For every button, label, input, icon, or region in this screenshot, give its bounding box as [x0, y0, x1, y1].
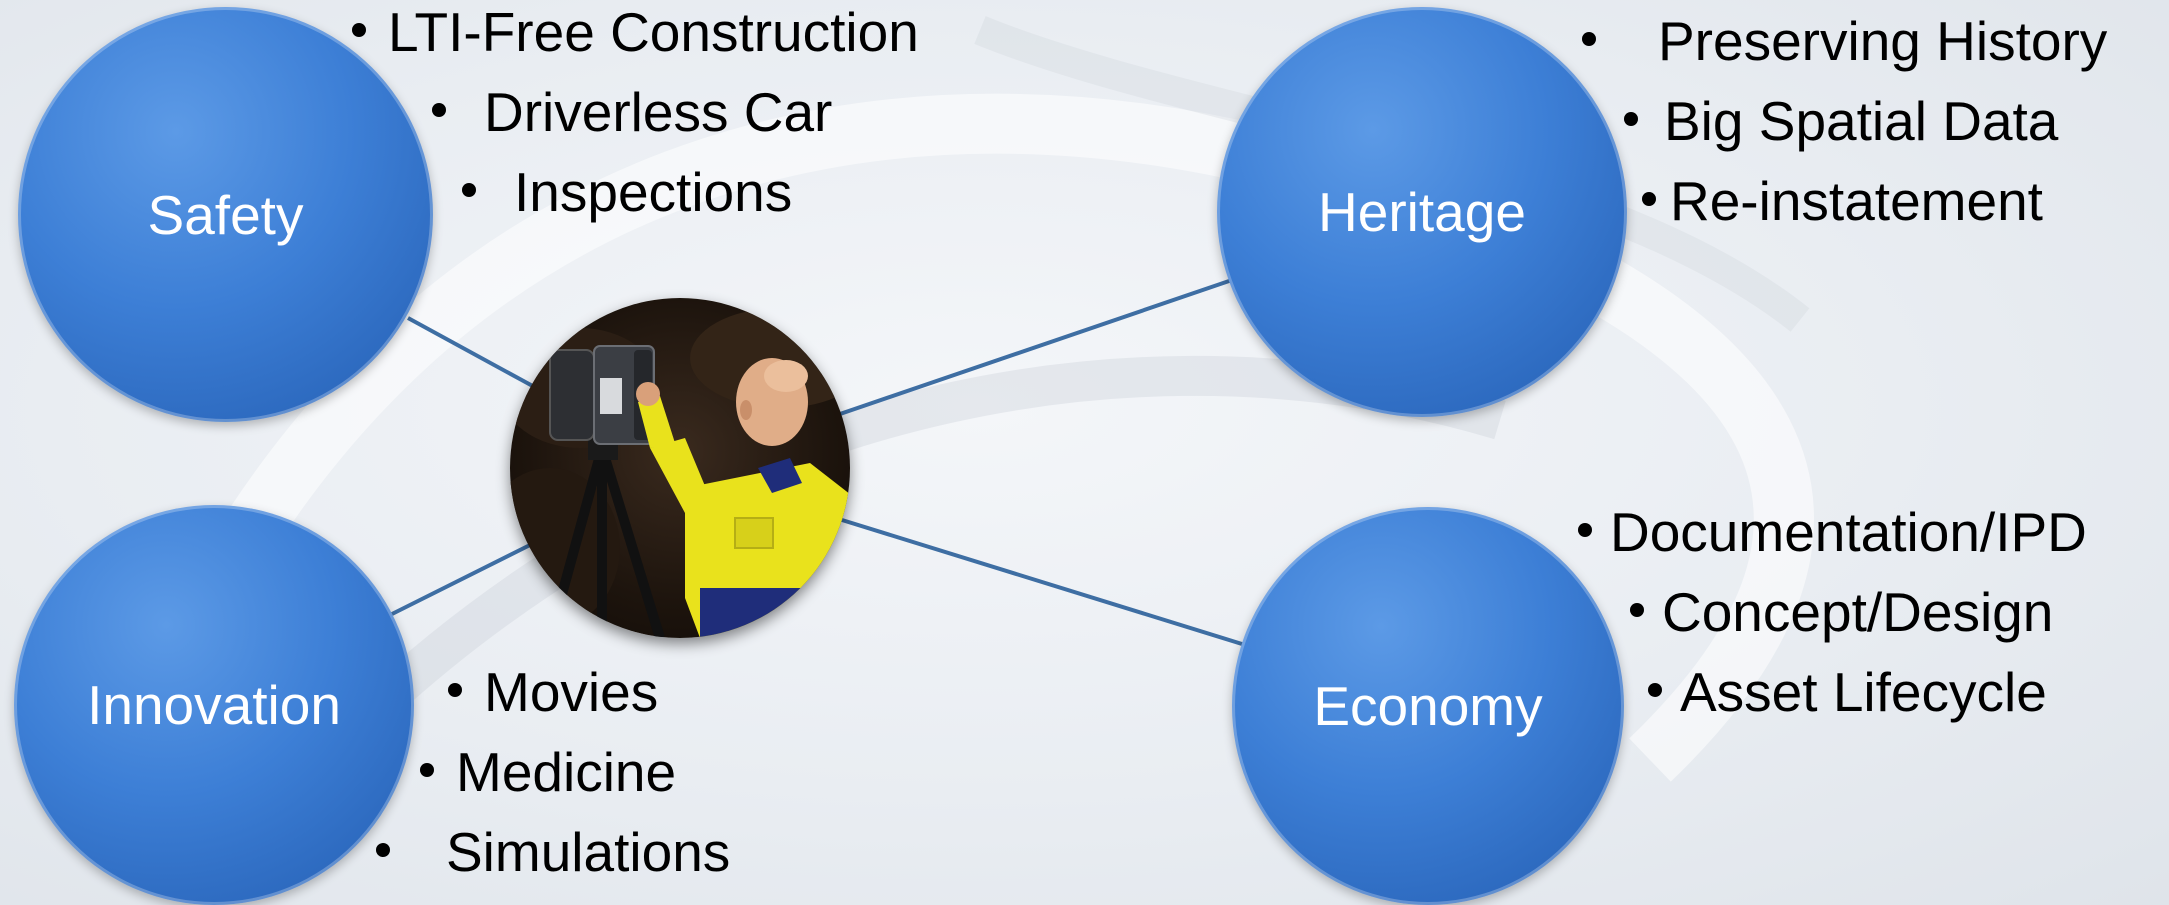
list-item: Documentation/IPD	[1578, 492, 2087, 572]
list-item: Movies	[448, 652, 730, 732]
connector-economy	[841, 518, 1243, 646]
node-economy-label: Economy	[1313, 675, 1543, 737]
bullet-dot-icon	[1624, 112, 1638, 127]
list-item: Asset Lifecycle	[1578, 652, 2087, 732]
bullet-dot-icon	[420, 763, 434, 778]
node-innovation-label: Innovation	[87, 674, 341, 736]
connector-heritage	[839, 278, 1233, 416]
safety-bullets: LTI-Free Construction Driverless Car Ins…	[352, 0, 919, 232]
connector-safety	[407, 316, 541, 392]
innovation-bullets: Movies Medicine Simulations	[376, 652, 730, 892]
connector-innovation	[391, 542, 533, 616]
bullet-dot-icon	[352, 23, 366, 38]
list-item: Re-instatement	[1582, 161, 2107, 241]
heritage-bullets: Preserving History Big Spatial Data Re-i…	[1582, 1, 2107, 241]
node-heritage: Heritage	[1217, 7, 1627, 417]
list-item: Simulations	[376, 812, 730, 892]
economy-bullets: Documentation/IPD Concept/Design Asset L…	[1578, 492, 2087, 732]
bullet-dot-icon	[1642, 192, 1656, 207]
bullet-dot-icon	[1630, 603, 1644, 618]
bullet-dot-icon	[462, 183, 476, 198]
operator-illustration-icon	[510, 308, 850, 638]
list-item: Inspections	[352, 152, 919, 232]
list-item: Driverless Car	[352, 72, 919, 152]
list-item: Big Spatial Data	[1582, 81, 2107, 161]
laser-scanner-operator-photo	[510, 298, 850, 638]
node-economy: Economy	[1232, 507, 1624, 905]
node-innovation: Innovation	[14, 505, 414, 905]
bullet-dot-icon	[448, 683, 462, 698]
node-safety: Safety	[18, 7, 433, 422]
list-item: Concept/Design	[1578, 572, 2087, 652]
bullet-dot-icon	[1582, 32, 1596, 47]
list-item: Preserving History	[1582, 1, 2107, 81]
bullet-dot-icon	[432, 103, 446, 118]
list-item: LTI-Free Construction	[352, 0, 919, 72]
bullet-dot-icon	[1648, 683, 1662, 698]
bullet-dot-icon	[1578, 523, 1592, 538]
bullet-dot-icon	[376, 843, 390, 858]
list-item: Medicine	[420, 732, 730, 812]
node-heritage-label: Heritage	[1318, 181, 1526, 243]
node-safety-label: Safety	[147, 183, 304, 246]
